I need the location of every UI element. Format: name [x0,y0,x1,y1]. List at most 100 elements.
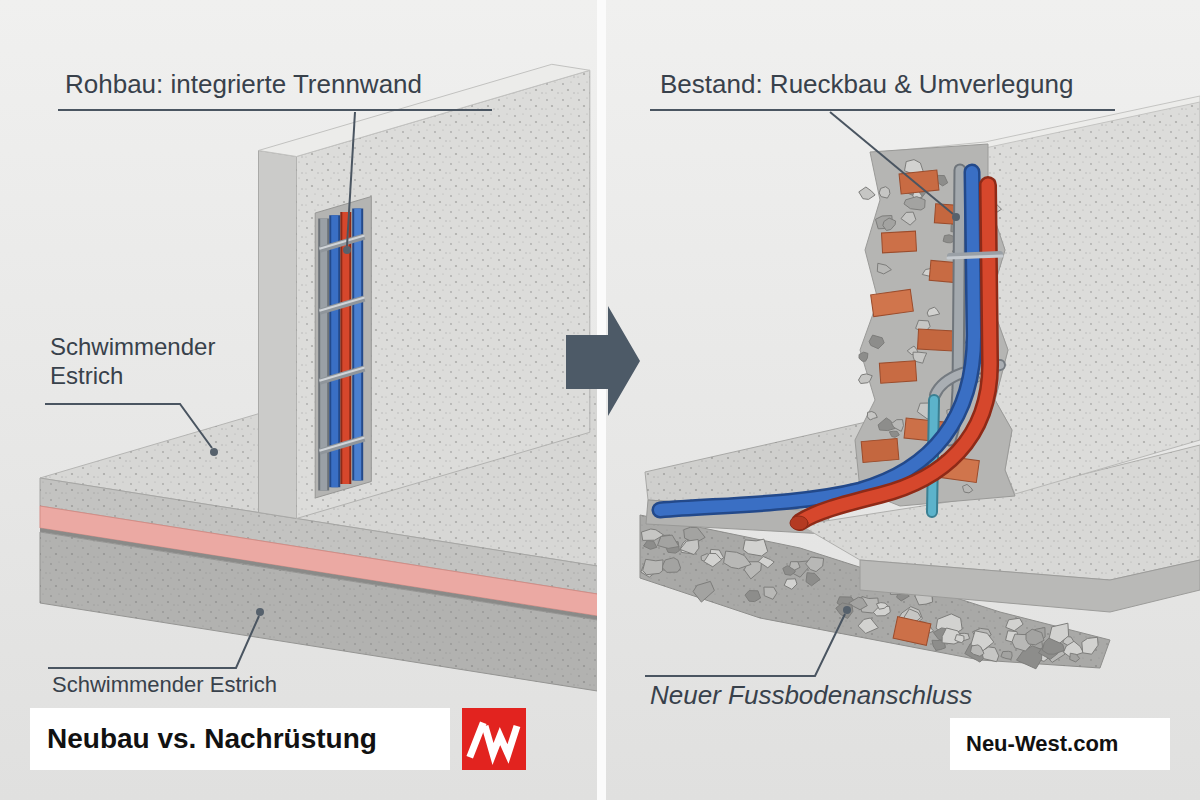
logo-square [462,708,526,770]
rubble-chunk [693,581,714,602]
pipe-clip [319,236,364,249]
pipe [660,170,1002,530]
rubble-chunk [879,187,890,198]
wall-end-face [259,151,297,519]
rubble-chunk [904,197,925,210]
rubble-chunk [1042,638,1064,654]
rubble-chunk [641,529,663,540]
leader-line [645,614,845,676]
rubble-chunk [764,587,777,599]
rubble-chunk [1070,653,1080,662]
rubble-chunk [859,187,875,199]
pipe-end [790,516,808,530]
rubble-chunk [743,539,768,556]
leader-dot [952,213,960,221]
leader-dot [210,213,960,616]
rubble-chunk [784,579,797,590]
rubble-chunk [901,212,916,225]
pipe-outline [660,172,974,510]
concrete-texture [40,532,597,699]
rubble-chunk [889,431,899,437]
rubble-chunk [1001,651,1012,659]
leader-dot [210,448,218,456]
retrofit-wall [640,96,1200,669]
rubble-chunk [790,562,801,570]
logo-mark [485,726,517,754]
callout-label: Schwimmender Estrich [50,333,250,391]
brick [881,231,916,253]
panel-divider [597,0,606,800]
brick [861,438,899,462]
rubble-chunk [859,352,868,361]
leader-dot [343,246,351,254]
rubble-chunk [927,307,940,316]
pipe-outline [800,185,990,522]
rubble-chunk [963,484,973,493]
rubble-chunk [643,559,663,574]
callout-label: Rohbau: integrierte Trennwand [65,70,545,100]
caption-box: Neubau vs. Nachrüstung [30,708,450,770]
pipe-clip [319,439,364,452]
pipe-clip [319,368,364,381]
rubble-chunk [877,263,891,274]
panel-background [606,0,1200,800]
rubble-chunk [971,645,985,656]
arrow-symbol [566,306,640,416]
pipe-clip [319,438,364,451]
rubble-chunk [1082,637,1098,654]
panel-background [0,0,597,800]
leader-dot [256,608,264,616]
floor-slab-front [860,560,1200,612]
rubble-chunk [867,412,877,421]
pipe-clip [319,298,364,311]
rubble-chunk [859,374,873,384]
caption-text: Neubau vs. Nachrüstung [47,723,377,755]
rubble-chunk [662,558,681,573]
callout-underline [650,109,1115,111]
logo-mark [471,726,482,754]
callout-underline [58,109,492,111]
caption-text: Neu-West.com [966,731,1118,757]
leader-line [48,616,259,668]
leader-line [347,112,355,246]
rubble-chunk [644,541,657,550]
leader-line [830,112,953,214]
leader-line [45,110,1115,676]
callout-label: Schwimmender Estrich [52,672,472,697]
concrete-slab [40,532,597,699]
wall-top [880,96,1200,152]
rubble-chunk [892,420,904,432]
water-pipe [660,172,974,510]
rubble-chunk [724,551,751,569]
pipe-clip [319,299,364,312]
leader-line [45,404,212,448]
pipe-clip [319,369,364,382]
callout-label: Bestand: Rueckbau & Umverlegung [660,70,1180,100]
rubble-chunk [704,553,722,566]
rubble-chunk [955,635,964,643]
brick [918,329,955,351]
rubble-chunk [883,218,896,231]
pipe-clip [319,237,364,250]
rubble-chunk [758,557,774,568]
rubble-chunk [806,573,820,586]
wall-texture [985,100,1200,494]
rubble-chunk [1026,629,1044,645]
rubble-chunk [806,557,824,572]
leader-dot [843,606,851,614]
caption-box: Neu-West.com [950,718,1170,770]
heating-pipe [800,185,990,522]
rubble-chunk [1006,618,1023,631]
existing-wall [855,96,1200,506]
brick [893,617,931,646]
brand-logo [462,708,526,770]
rubble-chunk [869,335,884,349]
callout-label: Neuer Fussbodenanschluss [650,681,1070,711]
rubble-chunk [680,540,699,555]
wall-channel [315,197,371,499]
new-build-wall [40,64,597,699]
wall-face [985,100,1200,494]
rubble-chunk [942,628,963,644]
rubble-chunk [876,603,887,610]
